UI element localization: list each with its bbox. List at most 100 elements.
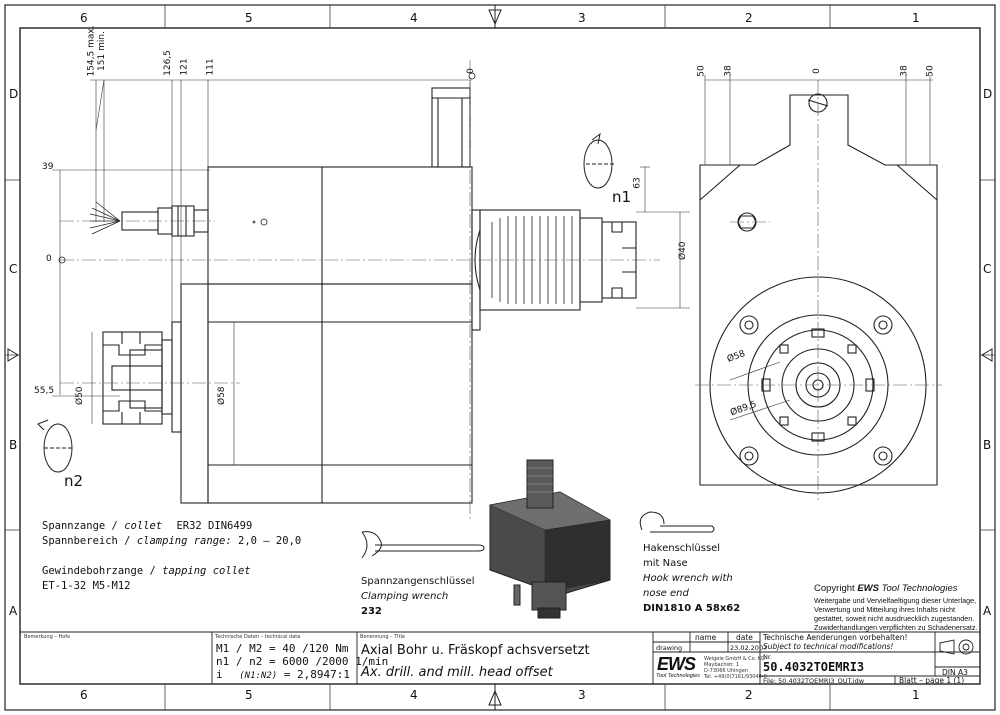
row-label-left-c: C (9, 262, 18, 276)
tech-line-2: n1 / n2 = 6000 /2000 1/min (216, 655, 389, 668)
projection-symbol (939, 639, 974, 655)
rotation-n1-symbol (583, 132, 614, 189)
collet-note: Spannzange / collet ER32 DIN6499 (42, 519, 252, 533)
copyright-title: Copyright EWS Tool Technologies (814, 583, 957, 594)
hook-caption-de2: mit Nase (643, 558, 688, 569)
range-value: 2,0 – 20,0 (238, 535, 302, 547)
copyright-brand: EWS (857, 583, 879, 594)
rotation-n1-label: n1 (612, 188, 632, 206)
company-address-1: Weigele GmbH & Co. KG (704, 656, 765, 662)
range-label-en: clamping range: (136, 535, 232, 547)
drawing-title-de: Axial Bohr u. Fräskopf achsversetzt (361, 643, 590, 658)
dim-zero-top: 0 (465, 68, 476, 74)
copyright-line-4: Zuwiderhandlungen verpflichten zu Schade… (814, 623, 978, 632)
front-outline (699, 94, 938, 486)
file-name: File: 50.4032TOEMRI3_OUT.idw (763, 677, 865, 685)
drawing-number: 50.4032TOEMRI3 (763, 660, 865, 674)
col-label-top-5: 5 (245, 11, 253, 25)
housing-flange (180, 283, 209, 504)
hook-caption-de1: Hakenschlüssel (643, 543, 721, 554)
dim-63: 63 (632, 177, 643, 189)
tap-label-en: tapping collet (162, 565, 251, 577)
dim-front-38-left: 38 (723, 65, 734, 77)
dim-55-5: 55,5 (34, 386, 55, 396)
company-address-2: Maybachstr. 1 (704, 662, 740, 668)
change-note-en: Subject to technical modifications! (763, 642, 894, 651)
copyright-suffix: Tool Technologies (881, 583, 958, 594)
dim-dia-58-side: Ø58 (217, 386, 227, 405)
nr-label: Nr. (763, 653, 773, 661)
company-address-4: Tel. +49(0)7161/93040-0 (704, 674, 767, 680)
company-address-3: D-73066 Uhingen (704, 668, 748, 674)
range-note: Spannbereich / clamping range: 2,0 – 20,… (42, 534, 301, 548)
copyright-prefix: Copyright (814, 583, 855, 594)
drawing-date: 23.02.2007 (730, 644, 768, 652)
dim-126-5: 126,5 (162, 50, 173, 76)
wrench-caption-en: Clamping wrench (361, 591, 449, 602)
col-label-top-3: 3 (578, 11, 586, 25)
outer-border (4, 4, 996, 711)
wrench-caption-de: Spannzangenschlüssel (361, 576, 475, 587)
col-name-header: name (695, 633, 717, 642)
dim-dia-40: Ø40 (678, 241, 688, 260)
dim-front-zero: 0 (811, 68, 822, 74)
col-label-top-2: 2 (745, 11, 753, 25)
col-label-top-6: 6 (80, 11, 88, 25)
row-label-right-b: B (983, 438, 992, 452)
drawing-title-en: Ax. drill. and mill. head offset (361, 665, 553, 680)
tech-line-1: M1 / M2 = 40 /120 Nm (216, 642, 349, 655)
front-centerlines (695, 80, 942, 500)
hook-caption-en2: nose end (643, 588, 689, 599)
sheet-page: Blatt – page 1 (1) (899, 676, 965, 685)
collet-label-en: collet (124, 520, 163, 532)
row-label-left-d: D (9, 87, 19, 101)
copyright-line-3: gestattet, soweit nicht ausdruecklich zu… (814, 614, 975, 623)
range-label-de: Spannbereich / (42, 535, 131, 547)
tech-line-3-prefix: i (216, 668, 223, 681)
col-label-bottom-1: 1 (912, 688, 920, 702)
dim-zero-left: 0 (46, 254, 52, 264)
tech-line-3-sub: (N1:N2) (239, 671, 278, 681)
copyright-line-1: Weitergabe und Vervielfaeltigung dieser … (814, 596, 977, 605)
copyright-line-2: Verwertung und Mitteilung ihres Inhalts … (814, 605, 956, 614)
housing-upper (207, 166, 473, 285)
row-label-left-a: A (9, 604, 18, 618)
collet-label-de: Spannzange / (42, 520, 118, 532)
col-label-bottom-6: 6 (80, 688, 88, 702)
isometric-render (489, 459, 611, 619)
col-label-bottom-5: 5 (245, 688, 253, 702)
company-logo: EWS (657, 654, 696, 674)
row-label-right-d: D (983, 87, 993, 101)
hook-code: DIN1810 A 58x62 (643, 603, 741, 614)
tap-label-de: Gewindebohrzange / (42, 565, 156, 577)
rotation-n2-label: n2 (64, 472, 84, 490)
remarks-header: Bemerkung – Hofe (24, 634, 71, 640)
tap-value: ET-1-32 M5-M12 (42, 580, 131, 592)
rotation-n2-symbol (37, 419, 73, 473)
wrench-code: 232 (361, 606, 382, 617)
tech-line-3: i (N1:N2) = 2,8947:1 (216, 668, 350, 681)
col-date-header: date (736, 633, 753, 642)
centering-marks (7, 5, 993, 710)
clamping-wrench-drawing (361, 531, 485, 559)
col-label-top-4: 4 (410, 11, 418, 25)
row-label-right-c: C (983, 262, 992, 276)
tech-line-3-value: = 2,8947:1 (283, 668, 351, 681)
side-dimensions (52, 79, 690, 465)
dim-dia-50: Ø50 (75, 386, 85, 405)
tapping-note: Gewindebohrzange / tapping collet (42, 564, 251, 578)
dim-front-50-left: 50 (696, 65, 707, 77)
change-note-de: Technische Aenderungen vorbehalten! (763, 633, 908, 642)
dim-front-38-right: 38 (899, 65, 910, 77)
col-label-top-1: 1 (912, 11, 920, 25)
row-label-left-b: B (9, 438, 18, 452)
dim-front-50-right: 50 (925, 65, 936, 77)
hook-caption-en1: Hook wrench with (643, 573, 733, 584)
inner-border (19, 27, 981, 685)
side-centerlines (60, 60, 660, 520)
hook-wrench-drawing (639, 511, 715, 533)
paper-format: DIN A3 (942, 668, 968, 677)
col-label-bottom-2: 2 (745, 688, 753, 702)
company-subtitle: Tool Technologies (656, 673, 700, 679)
row-drawing-label: drawing (656, 644, 683, 652)
